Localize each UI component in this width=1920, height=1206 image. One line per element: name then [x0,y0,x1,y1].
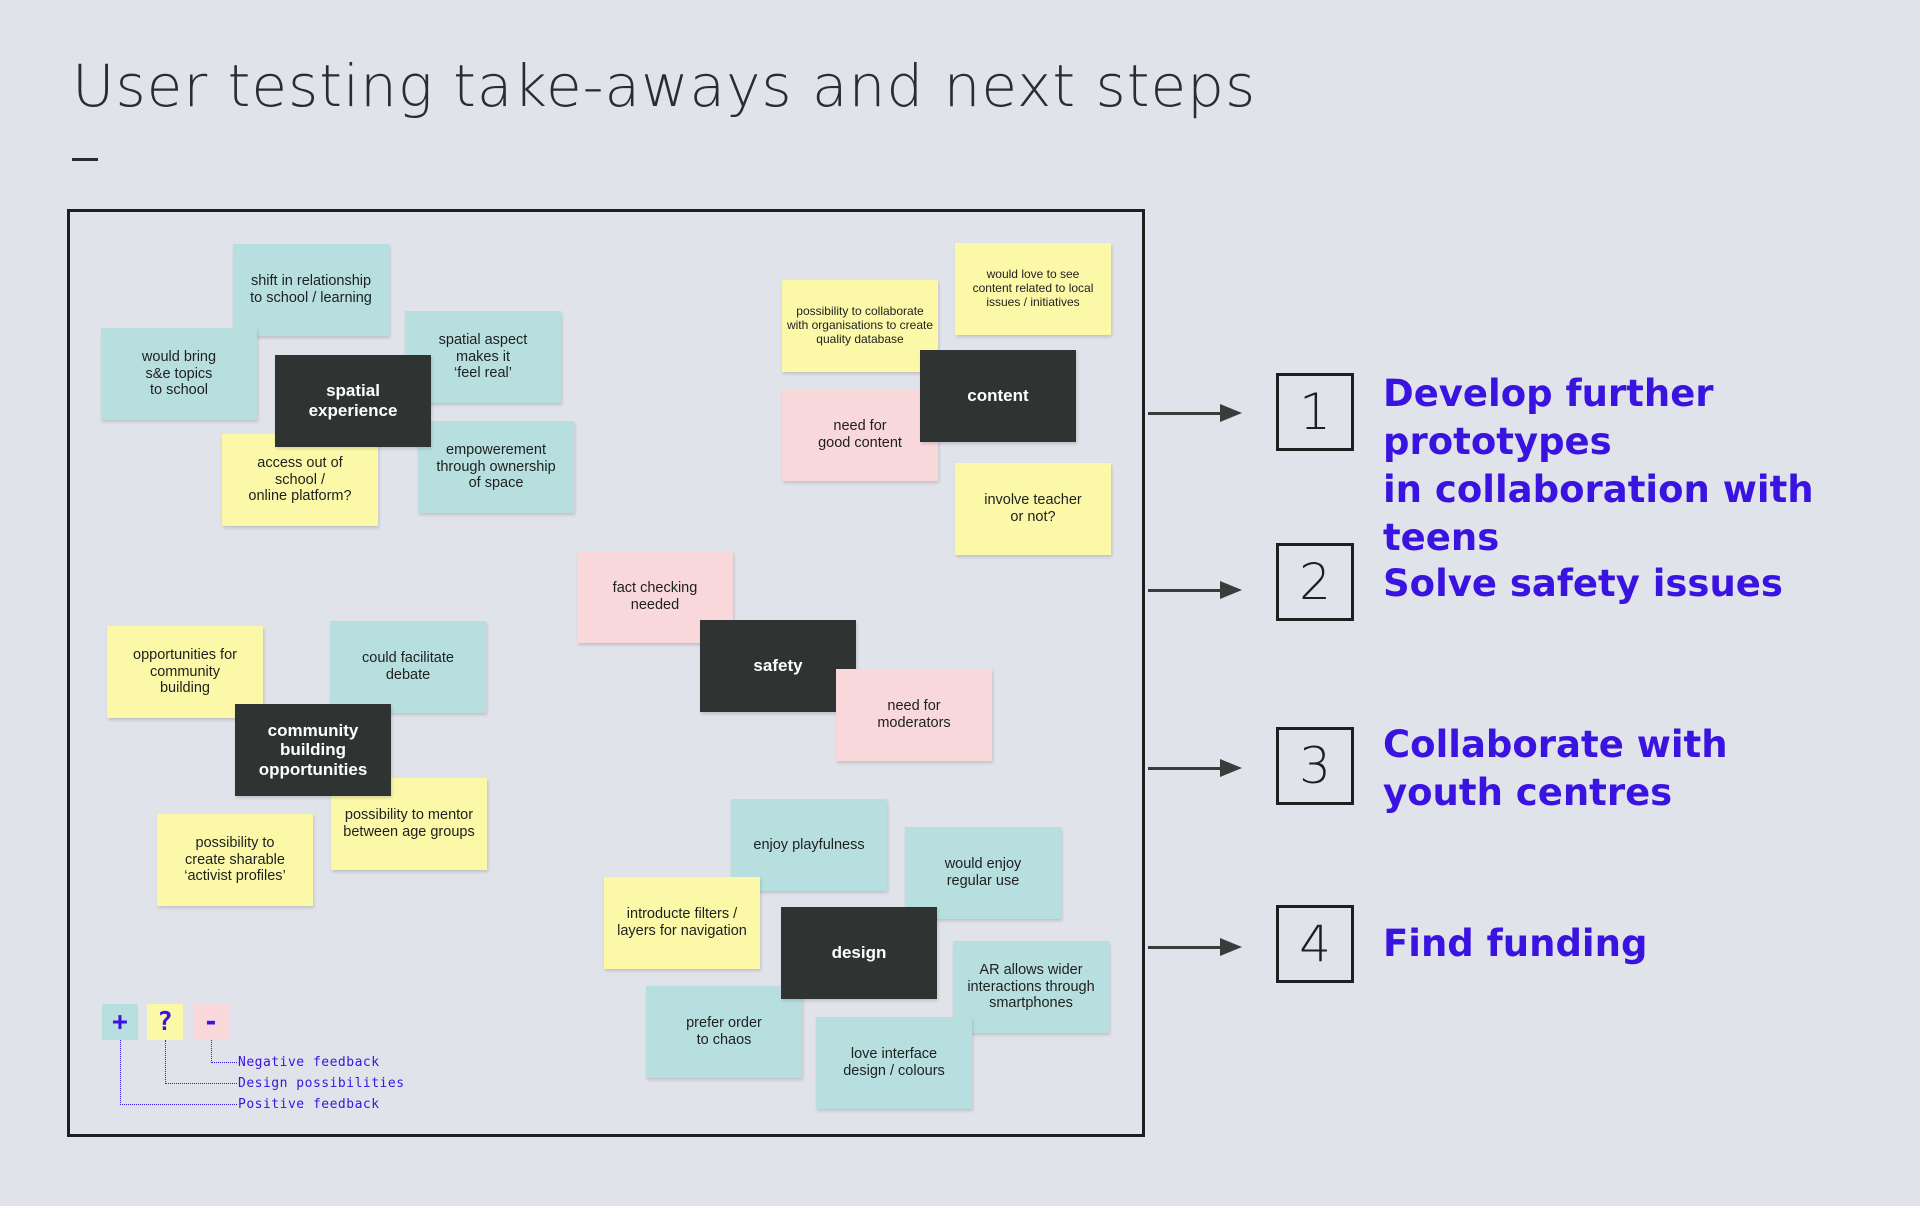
legend-negative-label: Negative feedback [238,1055,380,1070]
legend-positive-swatch: + [102,1004,138,1040]
step-number-box: 4 [1276,905,1354,983]
note-negative: need for moderators [836,669,992,761]
note-design: opportunities for community building [107,626,263,718]
category-community-building: community building opportunities [235,704,391,796]
step-number-box: 3 [1276,727,1354,805]
note-negative: need for good content [782,389,938,481]
arrow-right-icon [1148,581,1242,599]
note-positive: shift in relationship to school / learni… [233,244,389,336]
note-positive: enjoy playfulness [731,799,887,891]
step-text: Develop further prototypes in collaborat… [1383,372,1814,559]
legend-design-label: Design possibilities [238,1076,405,1091]
arrow-right-icon [1148,938,1242,956]
step-text: Solve safety issues [1383,562,1783,605]
category-design: design [781,907,937,999]
note-positive: AR allows wider interactions through sma… [953,941,1109,1033]
legend-design-connector [165,1040,237,1084]
category-spatial-experience: spatial experience [275,355,431,447]
note-positive: spatial aspect makes it ‘feel real’ [405,311,561,403]
note-design: access out of school / online platform? [222,434,378,526]
step-number-box: 1 [1276,373,1354,451]
legend-positive-label: Positive feedback [238,1097,380,1112]
affinity-board [67,209,1145,1137]
note-design: introducte filters / layers for navigati… [604,877,760,969]
title-dash-divider [72,158,98,161]
legend-positive-connector [120,1040,237,1105]
legend-design-swatch: ? [147,1004,183,1040]
note-design: possibility to create sharable ‘activist… [157,814,313,906]
step-number-box: 2 [1276,543,1354,621]
arrow-right-icon [1148,404,1242,422]
note-positive: prefer order to chaos [646,986,802,1078]
category-content: content [920,350,1076,442]
note-design: would love to see content related to loc… [955,243,1111,335]
step-text: Collaborate with youth centres [1383,723,1728,814]
note-design: possibility to collaborate with organisa… [782,280,938,372]
arrow-right-icon [1148,759,1242,777]
legend-negative-swatch: - [193,1004,229,1040]
note-positive: would enjoy regular use [905,827,1061,919]
note-positive: love interface design / colours [816,1017,972,1109]
legend-negative-connector [211,1040,237,1063]
note-design: involve teacher or not? [955,463,1111,555]
note-positive: would bring s&e topics to school [101,328,257,420]
note-positive: empowerement through ownership of space [418,421,574,513]
step-text: Find funding [1383,922,1648,965]
page-title: User testing take-aways and next steps [72,52,1257,120]
category-safety: safety [700,620,856,712]
note-positive: could facilitate debate [330,621,486,713]
